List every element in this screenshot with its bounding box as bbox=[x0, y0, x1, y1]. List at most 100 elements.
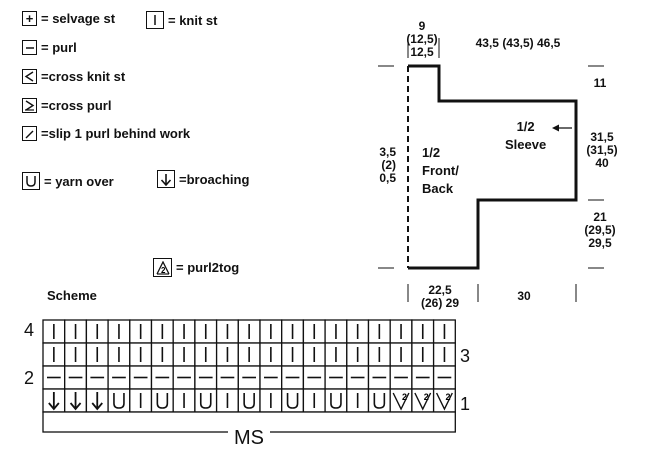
chart-cell-row1-7 bbox=[172, 388, 196, 413]
chart-cell-row2-10 bbox=[237, 365, 261, 390]
chart-cell-row1-3 bbox=[85, 388, 109, 413]
row-number-2: 2 bbox=[24, 368, 35, 388]
chart-cell-row2-9 bbox=[215, 365, 239, 390]
scheme-label: Scheme bbox=[47, 288, 97, 303]
chart-cell-row3-10 bbox=[237, 342, 261, 367]
stitch-symbol bbox=[91, 392, 103, 411]
chart-cell-row4-2 bbox=[64, 319, 88, 344]
chart-cell-row1-10 bbox=[237, 388, 261, 413]
chart-cell-row4-9 bbox=[215, 319, 239, 344]
chart-cell-row3-17 bbox=[389, 342, 413, 367]
stitch-symbol bbox=[48, 392, 60, 411]
chart-cell-row3-19 bbox=[432, 342, 456, 367]
chart-cell-row4-11 bbox=[259, 319, 283, 344]
chart-cell-row3-15 bbox=[346, 342, 370, 367]
chart-cell-row4-3 bbox=[85, 319, 109, 344]
chart-cell-row3-13 bbox=[302, 342, 326, 367]
chart-cell-row2-12 bbox=[281, 365, 305, 390]
dim-top-left: 9 (12,5) 12,5 bbox=[406, 19, 438, 59]
chart-cell-row1-8 bbox=[194, 388, 218, 413]
chart-cell-row2-6 bbox=[150, 365, 174, 390]
chart-cell-row3-14 bbox=[324, 342, 348, 367]
dim-left: 3,5 (2) 0,5 bbox=[379, 145, 396, 185]
chart-cell-row1-18: 2 bbox=[411, 388, 435, 413]
legend-knit-text: = knit st bbox=[168, 12, 218, 28]
stitch-symbol bbox=[156, 393, 169, 409]
chart-cell-row3-8 bbox=[194, 342, 218, 367]
purl2tog-icon: 2 bbox=[153, 258, 172, 277]
chart-cell-row1-1 bbox=[42, 388, 66, 413]
chart-cell-row3-12 bbox=[281, 342, 305, 367]
stitch-symbol bbox=[330, 393, 342, 409]
chart-cell-row3-16 bbox=[367, 342, 391, 367]
chart-cell-row1-5 bbox=[129, 388, 153, 413]
chart-cell-row2-3 bbox=[85, 365, 109, 390]
chart-cell-row4-4 bbox=[107, 319, 131, 344]
chart-cell-row2-2 bbox=[64, 365, 88, 390]
slip-stitch-icon bbox=[22, 126, 37, 141]
sleeve-label: 1/2 Sleeve bbox=[505, 119, 547, 152]
chart-cell-row2-1 bbox=[42, 365, 66, 390]
chart-cell-row4-1 bbox=[42, 319, 66, 344]
chart-cell-row4-8 bbox=[194, 319, 218, 344]
chart-cell-row2-4 bbox=[107, 365, 131, 390]
chart-cell-row4-16 bbox=[367, 319, 391, 344]
chart-cell-row1-14 bbox=[324, 388, 348, 413]
cross-knit-icon bbox=[22, 69, 37, 84]
stitch-symbol bbox=[286, 393, 299, 409]
chart-cell-row3-6 bbox=[150, 342, 174, 367]
broaching-icon bbox=[157, 170, 175, 188]
legend-cross-knit-text: =cross knit st bbox=[41, 69, 126, 84]
stitch-symbol bbox=[243, 393, 255, 409]
chart-cell-row1-17: 2 bbox=[389, 388, 413, 413]
chart-cell-row3-18 bbox=[411, 342, 435, 367]
row-number-1: 1 bbox=[460, 394, 471, 414]
chart-cell-row4-15 bbox=[346, 319, 370, 344]
stitch-symbol bbox=[113, 393, 125, 409]
svg-text:2: 2 bbox=[424, 392, 429, 402]
svg-text:2: 2 bbox=[402, 392, 407, 402]
chart-cell-row2-5 bbox=[129, 365, 153, 390]
stitch-symbol: 2 bbox=[392, 392, 410, 411]
sleeve-arrow-head bbox=[552, 124, 559, 132]
dim-sleeve-side: 31,5 (31,5) 40 bbox=[586, 130, 618, 170]
legend-cross-purl: =cross purl bbox=[22, 98, 111, 113]
chart-cell-row3-11 bbox=[259, 342, 283, 367]
chart-cell-row4-7 bbox=[172, 319, 196, 344]
chart-cell-row1-19: 2 bbox=[432, 388, 456, 413]
yarn-over-icon bbox=[22, 172, 40, 190]
chart-cell-row2-8 bbox=[194, 365, 218, 390]
legend-slip-text: =slip 1 purl behind work bbox=[41, 126, 191, 141]
legend-purl-text: = purl bbox=[41, 40, 77, 55]
stitch-chart: 2 2 2 bbox=[42, 319, 456, 433]
svg-text:2: 2 bbox=[445, 392, 450, 402]
chart-cell-row2-13 bbox=[302, 365, 326, 390]
svg-text:2: 2 bbox=[161, 266, 166, 275]
chart-cell-row3-1 bbox=[42, 342, 66, 367]
stitch-symbol: 2 bbox=[414, 392, 432, 411]
stitch-symbol: 2 bbox=[435, 392, 453, 411]
cross-purl-icon bbox=[22, 98, 37, 113]
chart-cell-row1-2 bbox=[64, 388, 88, 413]
chart-cell-row3-5 bbox=[129, 342, 153, 367]
dim-bottom-right: 30 bbox=[517, 289, 531, 303]
selvage-stitch-icon: + bbox=[22, 11, 37, 26]
garment-outline bbox=[408, 64, 578, 270]
legend-broaching-text: =broaching bbox=[179, 171, 250, 187]
chart-cell-row2-19 bbox=[432, 365, 456, 390]
chart-cell-row4-13 bbox=[302, 319, 326, 344]
legend-yarn-over: = yarn over bbox=[22, 172, 114, 190]
chart-cell-row2-14 bbox=[324, 365, 348, 390]
chart-cell-row1-11 bbox=[259, 388, 283, 413]
legend-selvage: + = selvage st bbox=[22, 11, 115, 26]
chart-cell-row3-9 bbox=[215, 342, 239, 367]
stitch-symbol bbox=[69, 392, 82, 411]
front-back-label: 1/2 Front/ Back bbox=[422, 145, 459, 196]
chart-cell-row4-6 bbox=[150, 319, 174, 344]
legend-slip: =slip 1 purl behind work bbox=[22, 126, 190, 141]
chart-cell-row4-17 bbox=[389, 319, 413, 344]
chart-cell-row1-15 bbox=[346, 388, 370, 413]
stitch-symbol bbox=[373, 393, 386, 409]
chart-cell-row2-7 bbox=[172, 365, 196, 390]
chart-cell-row1-6 bbox=[150, 388, 174, 413]
